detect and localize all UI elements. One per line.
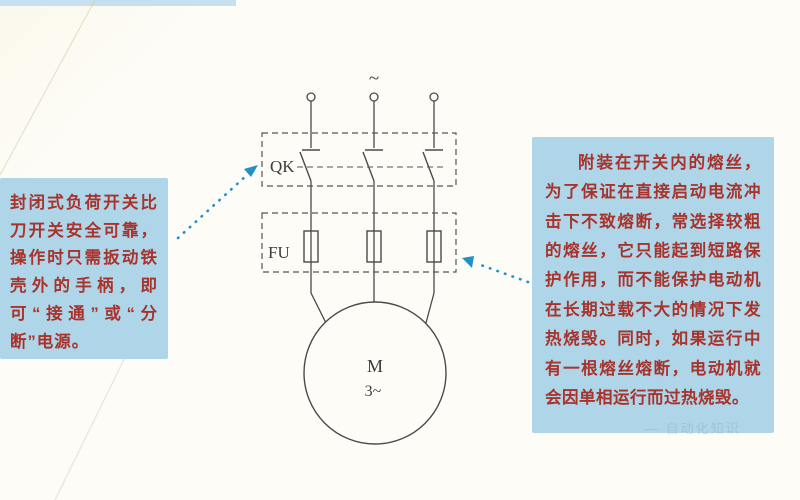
motor-lead [425,292,435,324]
watermark-text: — 自动化知识 [645,421,741,436]
motor-lead [310,292,327,324]
switch-blade-icon [299,151,312,182]
callout-pointer-dots [176,173,249,240]
callout-fuse-note-text: 附装在开关内的熔丝，为了保证在直接启动电流冲击下不致熔断，常选择较粗的熔丝，它只… [545,154,761,407]
switch-group-label: QK [270,157,295,176]
fuse-group-label: FU [268,243,290,262]
ac-source-symbol: ~ [369,68,379,89]
callout-switch-note: 封闭式负荷开关比刀开关安全可靠，操作时只需扳动铁壳外的手柄，即可“接通”或“分断… [0,178,168,359]
motor-letter-label: M [367,356,383,376]
callout-fuse-note: 附装在开关内的熔丝，为了保证在直接启动电流冲击下不致熔断，常选择较粗的熔丝，它只… [532,137,774,433]
fuse-enclosure-box [261,212,457,273]
pointer-arrow-icon [462,256,474,268]
terminal-icon [429,92,439,102]
pointer-arrow-icon [244,165,258,177]
paper-crease [0,0,96,176]
scan-edge-strip [0,0,236,6]
callout-pointer-dots [476,262,530,284]
terminal-icon [306,92,316,102]
callout-switch-note-text: 封闭式负荷开关比刀开关安全可靠，操作时只需扳动铁壳外的手柄，即可“接通”或“分断… [10,194,158,351]
motor-phase-label: 3~ [365,383,382,400]
terminal-icon [369,92,379,102]
motor-circle [303,301,447,445]
switch-enclosure-box [261,132,457,187]
